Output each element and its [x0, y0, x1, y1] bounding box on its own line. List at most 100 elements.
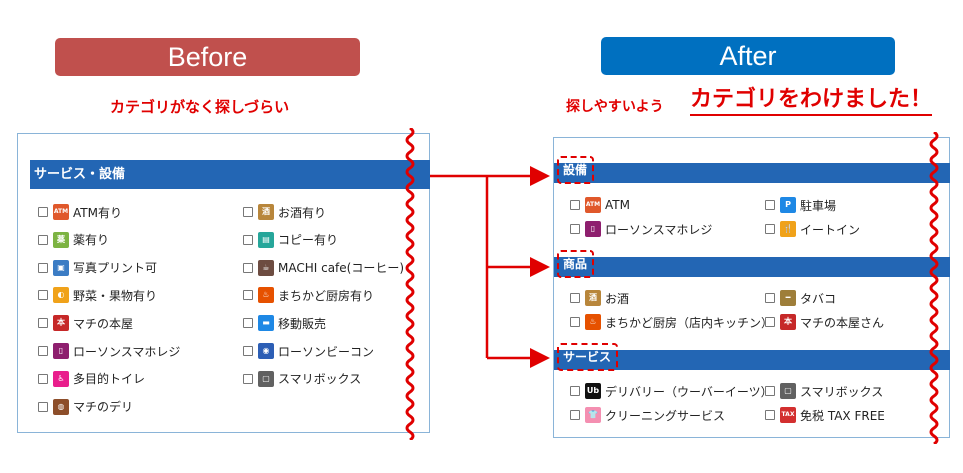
- option-item[interactable]: ♨ まちかど厨房（店内キッチン）: [570, 312, 773, 332]
- option-checkbox[interactable]: [765, 410, 775, 420]
- option-checkbox[interactable]: [765, 317, 775, 327]
- eat-in-icon: 🍴: [780, 221, 796, 237]
- facility-category-label: 設備: [557, 156, 595, 184]
- before-cut-line: [405, 128, 415, 440]
- option-item[interactable]: ▬移動販売: [243, 313, 326, 333]
- option-item[interactable]: ▢スマリボックス: [765, 381, 883, 401]
- option-checkbox[interactable]: [570, 410, 580, 420]
- option-checkbox[interactable]: [765, 293, 775, 303]
- bookstore-icon: 本: [53, 315, 69, 332]
- kitchen-icon: ♨: [258, 287, 274, 304]
- option-checkbox[interactable]: [38, 318, 48, 329]
- option-label: ローソンスマホレジ: [73, 344, 181, 359]
- option-checkbox[interactable]: [243, 262, 253, 273]
- option-item[interactable]: ♨ まちかど厨房有り: [243, 285, 374, 305]
- option-label: まちかど厨房有り: [278, 288, 375, 303]
- copy-icon: ▤: [258, 231, 274, 248]
- option-item[interactable]: 薬薬有り: [38, 230, 109, 250]
- option-label: イートイン: [800, 222, 861, 237]
- option-checkbox[interactable]: [765, 224, 775, 234]
- option-checkbox[interactable]: [38, 373, 48, 384]
- option-label: ローソンビーコン: [278, 344, 375, 359]
- option-item[interactable]: ◍マチのデリ: [38, 397, 133, 417]
- option-item[interactable]: ◉ ローソンビーコン: [243, 341, 374, 361]
- option-item[interactable]: 🍴 イートイン: [765, 219, 860, 239]
- option-label: 写真プリント可: [73, 261, 158, 276]
- alcohol-icon: 酒: [258, 204, 274, 220]
- option-label: まちかど厨房（店内キッチン）: [605, 315, 774, 330]
- option-label: 野菜・果物有り: [73, 288, 158, 303]
- option-checkbox[interactable]: [765, 386, 775, 396]
- tobacco-icon: ━: [780, 290, 796, 306]
- restroom-icon: ♿: [53, 370, 69, 387]
- beacon-icon: ◉: [258, 343, 274, 359]
- option-item[interactable]: ATM ATM有り: [38, 202, 122, 222]
- option-label: 多目的トイレ: [73, 372, 146, 387]
- vegetable-icon: ◐: [53, 287, 69, 304]
- option-item[interactable]: 👕 クリーニングサービス: [570, 405, 725, 425]
- option-checkbox[interactable]: [38, 346, 48, 356]
- option-label: お酒有り: [278, 205, 327, 220]
- option-item[interactable]: ▯ローソンスマホレジ: [570, 219, 712, 239]
- option-label: ATM有り: [73, 205, 122, 220]
- option-checkbox[interactable]: [243, 207, 253, 217]
- option-checkbox[interactable]: [38, 207, 48, 217]
- option-checkbox[interactable]: [38, 401, 48, 412]
- after-subtitle-main: カテゴリをわけました！: [690, 87, 933, 116]
- option-checkbox[interactable]: [243, 373, 253, 384]
- option-item[interactable]: ▢スマリボックス: [243, 369, 361, 389]
- option-item[interactable]: 本マチの本屋: [38, 313, 133, 333]
- option-label: マチの本屋さん: [800, 315, 885, 330]
- option-checkbox[interactable]: [243, 290, 253, 301]
- option-checkbox[interactable]: [765, 200, 775, 210]
- option-checkbox[interactable]: [243, 346, 253, 356]
- option-item[interactable]: ▣ 写真プリント可: [38, 258, 157, 278]
- option-checkbox[interactable]: [570, 200, 580, 210]
- uber-eats-icon: Ub: [585, 383, 601, 399]
- option-checkbox[interactable]: [38, 262, 48, 273]
- option-item[interactable]: ◐ 野菜・果物有り: [38, 285, 157, 305]
- kitchen-icon: ♨: [585, 314, 601, 330]
- option-checkbox[interactable]: [570, 224, 580, 234]
- option-item[interactable]: ▯ローソンスマホレジ: [38, 341, 180, 361]
- medicine-icon: 薬: [53, 231, 69, 248]
- atm-icon: ATM: [53, 204, 69, 220]
- option-label: ATM: [605, 198, 630, 212]
- option-checkbox[interactable]: [570, 386, 580, 396]
- option-item[interactable]: 酒お酒有り: [243, 202, 326, 222]
- option-label: 免税 TAX FREE: [800, 408, 885, 423]
- option-label: クリーニングサービス: [605, 408, 726, 423]
- mobile-sales-icon: ▬: [258, 315, 274, 332]
- cleaning-icon: 👕: [585, 407, 601, 423]
- option-item[interactable]: ━ タバコ: [765, 288, 836, 308]
- option-item[interactable]: ☕MACHI cafe(コーヒー): [243, 258, 404, 278]
- option-checkbox[interactable]: [38, 290, 48, 301]
- after-title: After: [601, 37, 895, 75]
- bookstore-icon: 本: [780, 314, 796, 330]
- option-label: 薬有り: [73, 233, 110, 248]
- products-category-label: 商品: [557, 250, 595, 278]
- option-checkbox[interactable]: [570, 317, 580, 327]
- option-item[interactable]: ♿ 多目的トイレ: [38, 369, 145, 389]
- option-label: タバコ: [800, 291, 837, 306]
- option-checkbox[interactable]: [38, 234, 48, 245]
- after-subtitle-lead: 探しやすいよう: [566, 99, 664, 115]
- option-item[interactable]: 酒お酒: [570, 288, 629, 308]
- option-item[interactable]: 本マチの本屋さん: [765, 312, 884, 332]
- option-checkbox[interactable]: [570, 293, 580, 303]
- option-checkbox[interactable]: [243, 318, 253, 329]
- photo-print-icon: ▣: [53, 259, 69, 276]
- before-subtitle: カテゴリがなく探しづらい: [110, 98, 290, 116]
- coffee-icon: ☕: [258, 259, 274, 276]
- after-cut-line: [929, 132, 939, 444]
- option-item[interactable]: ▤コピー有り: [243, 230, 338, 250]
- option-label: マチのデリ: [73, 400, 134, 415]
- before-title: Before: [55, 38, 360, 76]
- option-checkbox[interactable]: [243, 234, 253, 245]
- smari-box-icon: ▢: [780, 383, 796, 399]
